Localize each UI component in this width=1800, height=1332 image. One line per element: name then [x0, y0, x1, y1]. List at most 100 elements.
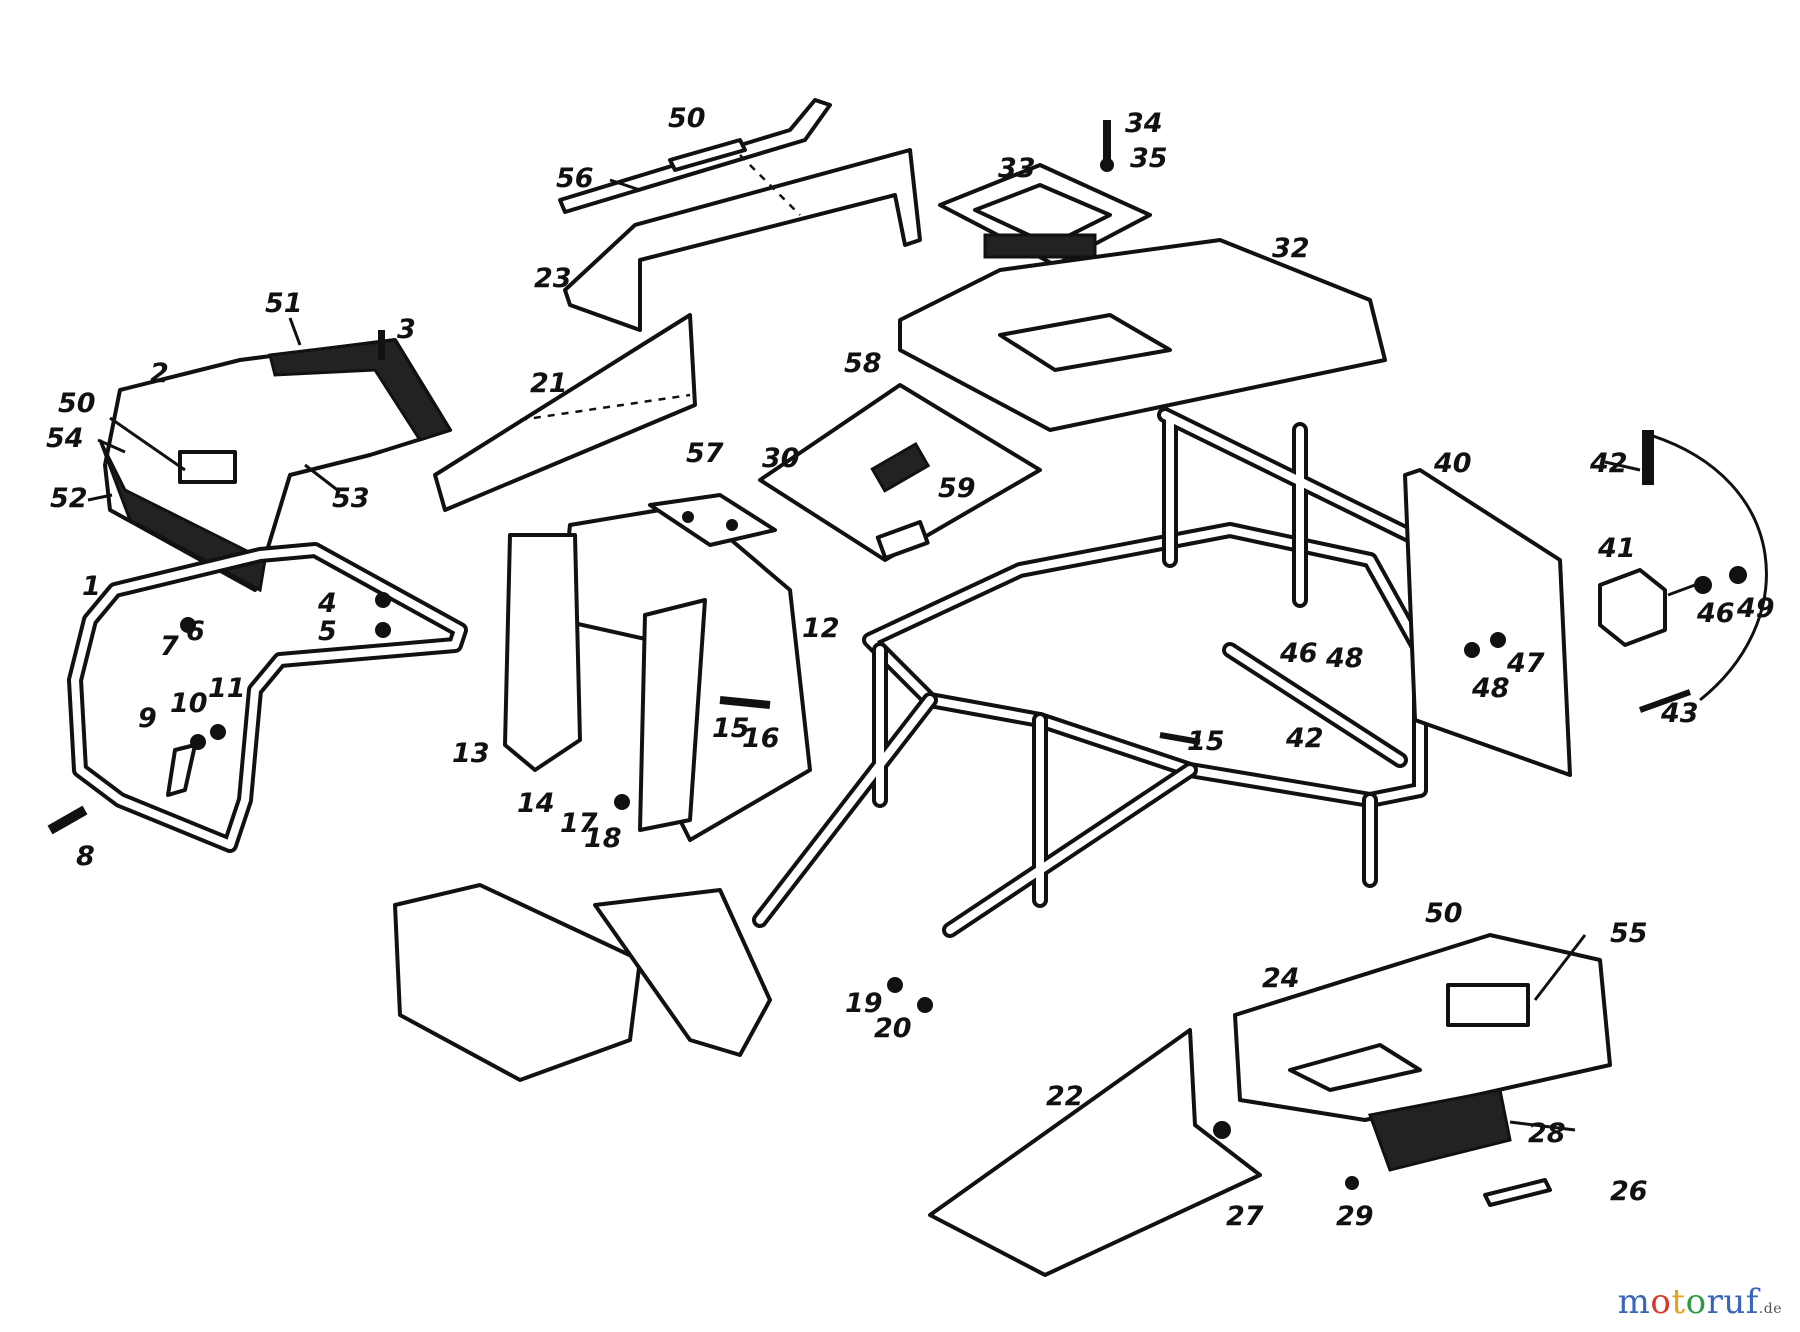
part-22-plate [928, 1028, 1262, 1277]
callout-23: 23 [534, 263, 572, 294]
callout-17: 17 [560, 808, 598, 839]
callout-1: 1 [82, 571, 101, 602]
callout-50b: 50 [58, 388, 96, 419]
callout-49: 49 [1736, 593, 1775, 624]
part-28-handle [1367, 1088, 1512, 1172]
screw-34 [1103, 120, 1111, 160]
watermark-de: .de [1758, 1301, 1782, 1317]
callout-22: 22 [1046, 1081, 1084, 1112]
callout-57: 57 [686, 438, 724, 469]
callout-43: 43 [1660, 698, 1699, 729]
callout-26: 26 [1610, 1176, 1648, 1207]
part-14-front-panel [638, 598, 707, 832]
washer-4 [375, 592, 391, 608]
callout-56: 56 [556, 163, 594, 194]
nut-47 [1490, 632, 1506, 648]
key-42 [1642, 430, 1654, 485]
callout-40: 40 [1433, 448, 1472, 479]
part-2-hood [98, 338, 453, 593]
bolt-8 [47, 805, 88, 835]
part-9-latch [166, 743, 197, 797]
nut-19 [887, 977, 903, 993]
part-30-plate [758, 383, 1042, 562]
washer-35 [1100, 158, 1114, 172]
callout-19: 19 [845, 988, 883, 1019]
callout-27: 27 [1226, 1201, 1264, 1232]
callout-47: 47 [1506, 648, 1545, 679]
callout-20: 20 [874, 1013, 912, 1044]
cable-end-43 [1638, 689, 1692, 713]
callout-50c: 50 [1425, 898, 1463, 929]
watermark-o1: o [1650, 1282, 1672, 1322]
callout-2: 2 [150, 358, 169, 389]
callout-3: 3 [397, 314, 416, 345]
screw-3 [378, 330, 385, 360]
callout-labels: 1 2 3 4 5 6 7 8 9 10 11 12 13 14 15 15 1… [46, 103, 1775, 1232]
callout-16: 16 [742, 723, 780, 754]
nut-5 [375, 622, 391, 638]
callout-35: 35 [1130, 143, 1168, 174]
part-24-fender [1233, 933, 1612, 1122]
callout-50a: 50 [668, 103, 706, 134]
callout-48a: 48 [1471, 673, 1510, 704]
part-33-tray [938, 163, 1152, 267]
callout-58: 58 [844, 348, 882, 379]
callout-52: 52 [50, 483, 88, 514]
callout-48b: 48 [1325, 643, 1364, 674]
part-26-trim [1483, 1178, 1552, 1207]
callout-28: 28 [1528, 1118, 1566, 1149]
callout-13: 13 [452, 738, 490, 769]
screw-29 [1345, 1176, 1359, 1190]
callout-15a: 15 [712, 713, 750, 744]
callout-54: 54 [46, 423, 84, 454]
callout-41: 41 [1597, 533, 1636, 564]
bolt-20 [917, 997, 933, 1013]
callout-12: 12 [802, 613, 840, 644]
part-40-panel [1403, 468, 1572, 777]
callout-24: 24 [1262, 963, 1300, 994]
bolt-15 [1159, 732, 1201, 745]
callout-59: 59 [938, 473, 976, 504]
callout-30: 30 [762, 443, 800, 474]
nut-11 [210, 724, 226, 740]
watermark-ruf: ruf [1706, 1282, 1759, 1322]
callout-53: 53 [332, 483, 370, 514]
watermark-t: t [1671, 1282, 1686, 1322]
callout-14: 14 [517, 788, 555, 819]
clip-27 [1213, 1121, 1231, 1139]
part-chassis-frame [752, 407, 1468, 938]
callout-6: 6 [186, 616, 205, 647]
watermark-m: m [1617, 1282, 1651, 1322]
nut-17 [614, 794, 630, 810]
callout-7: 7 [160, 631, 179, 662]
callout-8: 8 [76, 841, 95, 872]
callout-10: 10 [170, 688, 208, 719]
callout-46a: 46 [1696, 598, 1735, 629]
nut-10 [190, 734, 206, 750]
nut-48 [1464, 642, 1480, 658]
callout-42b: 42 [1285, 723, 1324, 754]
nut-46 [1694, 576, 1712, 594]
part-41-switch [1598, 568, 1667, 647]
callout-18: 18 [584, 823, 622, 854]
nut-49 [1729, 566, 1747, 584]
callout-33: 33 [998, 153, 1036, 184]
part-32-panel [898, 238, 1387, 432]
part-1-grille-frame [67, 542, 468, 853]
callout-51: 51 [265, 288, 303, 319]
watermark-o2: o [1685, 1282, 1707, 1322]
bolt-16 [719, 696, 771, 709]
callout-9: 9 [138, 703, 157, 734]
part-56-strip [558, 98, 832, 214]
callout-21: 21 [530, 368, 568, 399]
part-13-side-panel [503, 533, 582, 772]
cable-43 [1649, 433, 1768, 702]
callout-34: 34 [1125, 108, 1163, 139]
callout-15b: 15 [1187, 726, 1225, 757]
callout-11: 11 [208, 673, 246, 704]
callout-29: 29 [1336, 1201, 1374, 1232]
callout-5: 5 [318, 616, 337, 647]
callout-32: 32 [1272, 233, 1310, 264]
part-21-plate [433, 313, 697, 512]
